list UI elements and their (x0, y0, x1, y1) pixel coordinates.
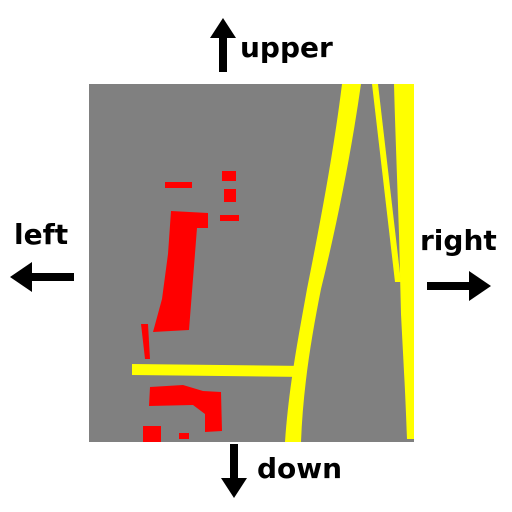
road-horizontal (132, 364, 307, 377)
label-upper: upper (240, 31, 333, 64)
building-layer (141, 171, 239, 442)
building (141, 324, 150, 359)
building (179, 433, 189, 439)
label-down: down (257, 452, 343, 485)
arrow-right-icon (427, 271, 491, 301)
arrow-up-icon (210, 18, 236, 72)
arrow-down-icon (221, 444, 247, 498)
segmentation-map (89, 84, 414, 442)
building (153, 211, 208, 332)
building (224, 189, 236, 202)
building (149, 385, 222, 432)
building (220, 215, 239, 221)
building (143, 426, 161, 442)
road-main (285, 84, 361, 442)
building (165, 182, 192, 188)
label-left: left (14, 218, 69, 251)
road-right-vertical (394, 84, 414, 439)
building (222, 171, 236, 181)
label-right: right (420, 224, 497, 257)
arrow-left-icon (10, 262, 74, 292)
road-layer (132, 84, 414, 442)
road-thin-diagonal (372, 84, 401, 282)
map-background (89, 84, 414, 442)
